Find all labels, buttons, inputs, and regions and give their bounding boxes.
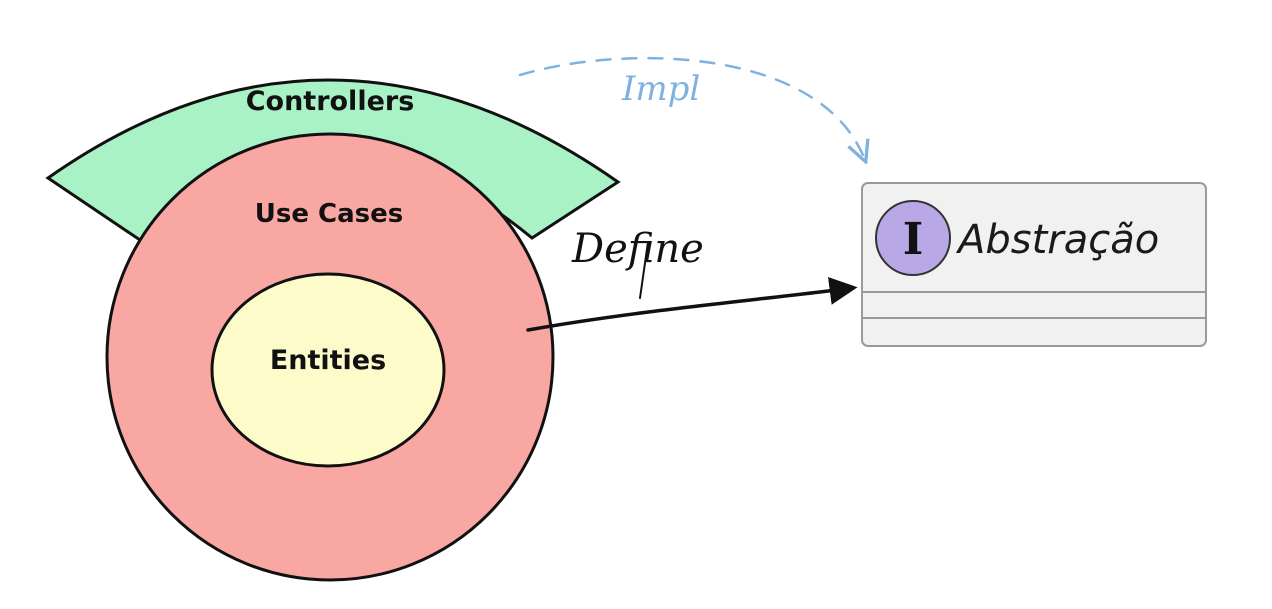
define-label: Define <box>571 226 704 272</box>
impl-arrow <box>518 56 865 160</box>
entities-layer <box>210 272 446 468</box>
interface-badge-letter: I <box>903 214 924 265</box>
interface-box: I Abstração <box>861 182 1207 347</box>
define-arrow <box>526 277 858 332</box>
use-cases-label: Use Cases <box>255 199 403 229</box>
interface-badge-icon <box>875 200 951 276</box>
controllers-label: Controllers <box>246 86 415 117</box>
define-stroke-tail <box>639 241 649 299</box>
impl-label: Impl <box>621 69 700 109</box>
entities-label: Entities <box>270 345 386 376</box>
interface-name: Abstração <box>955 217 1159 263</box>
